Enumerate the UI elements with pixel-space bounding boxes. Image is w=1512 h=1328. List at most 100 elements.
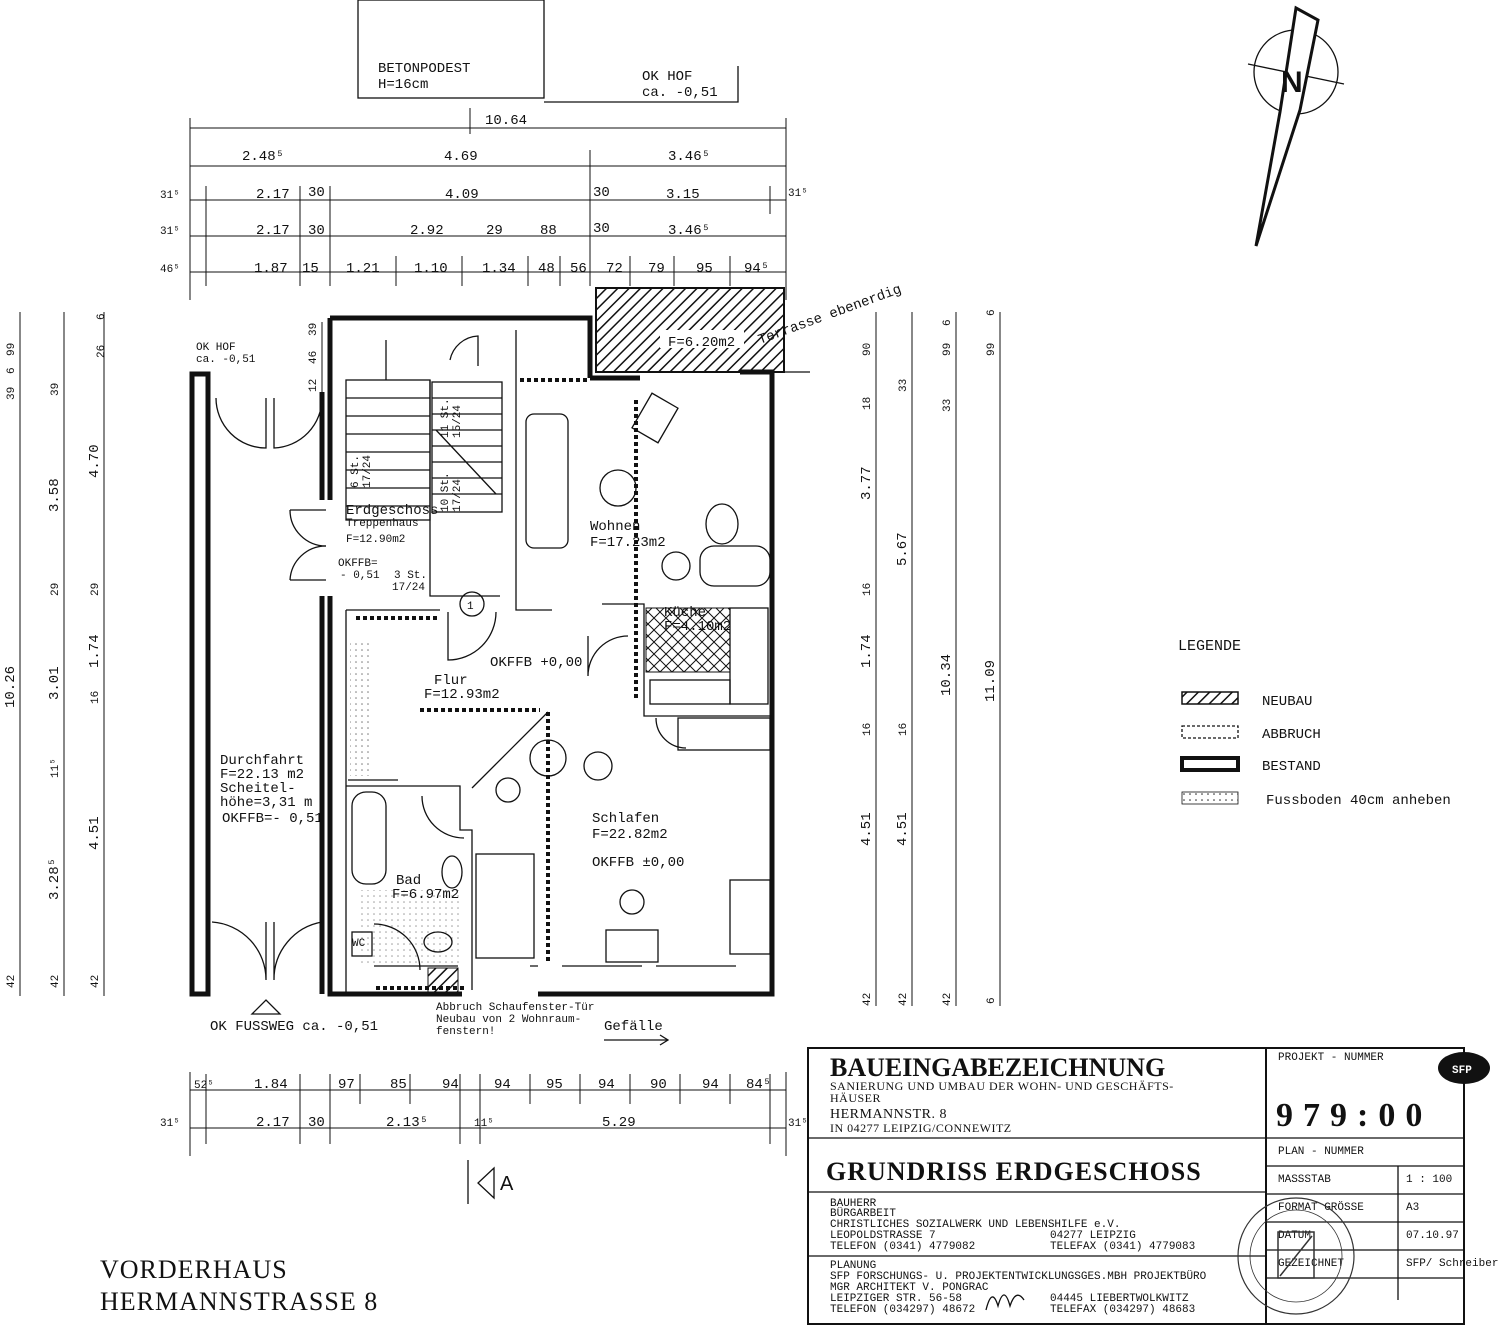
dim-right-c1: 18 (862, 397, 874, 410)
titleblock-line3: HERMANNSTR. 8 (830, 1107, 947, 1122)
caption-line1: VORDERHAUS (100, 1255, 288, 1284)
building-walls: 1 (189, 287, 810, 997)
legend-item-fussboden: Fussboden 40cm anheben (1266, 793, 1451, 809)
dim-bottom-r2: 11⁵ (474, 1118, 494, 1130)
dim-left-c3: 6 (96, 313, 108, 320)
north-arrow: N (1247, 5, 1345, 247)
datum-label: DATUM (1278, 1230, 1311, 1242)
stair-label: 3 St. (394, 570, 427, 582)
dim-right-c3: 42 (942, 993, 954, 1006)
dim-right-c4: 99 (986, 343, 998, 356)
dimension-chains-left: 10.26 42 39 3.58 29 3.01 11⁵ 3.28⁵ 42 39… (3, 312, 323, 996)
dim-top-r3: 3.46⁵ (668, 223, 710, 239)
dim-bottom-r2: 31⁵ (788, 1118, 808, 1130)
stair-label: 11 St. (440, 398, 452, 438)
table-round (599, 469, 637, 507)
dim-top-r4: 1.10 (414, 261, 448, 277)
dim-left-c3: 16 (90, 691, 102, 704)
dim-top-r4: 46⁵ (160, 264, 180, 276)
stair-label: 17/24 (362, 455, 374, 488)
planung-line: MGR ARCHITEKT V. PONGRAC (830, 1282, 989, 1294)
dim-right-c2: 42 (898, 993, 910, 1006)
dim-top-r2: 30 (308, 185, 325, 201)
okffb-left-label: OKFFB= (338, 558, 378, 570)
dim-left-c3: 42 (90, 975, 102, 988)
legend-swatch-neubau (1181, 691, 1239, 705)
level-triangle-icon (250, 999, 282, 1015)
legend-swatch-abbruch (1181, 725, 1239, 739)
dim-top-r2: 4.09 (445, 187, 479, 203)
dim-right-c4: 11.09 (983, 660, 999, 702)
dim-top-r3: 88 (540, 223, 557, 239)
dim-top-r1: 3.46⁵ (668, 149, 710, 165)
massstab-label: MASSSTAB (1278, 1174, 1331, 1186)
treppenhaus-area: F=12.90m2 (346, 534, 405, 546)
dim-left-c2: 29 (50, 583, 62, 596)
dim-top-r4: 48 (538, 261, 555, 277)
betonpodest-height: H=16cm (378, 77, 428, 93)
okhof-left-label: OK HOF (196, 342, 236, 354)
okhof-left-value: ca. -0,51 (196, 354, 256, 366)
plan-label: PLAN - NUMMER (1278, 1146, 1364, 1158)
dim-right-c1: 42 (862, 993, 874, 1006)
dim-top-r4: 56 (570, 261, 587, 277)
dim-bottom-r2: 30 (308, 1115, 325, 1131)
abbruch-note-1: Abbruch Schaufenster-Tür (436, 1002, 594, 1014)
planung-line: TELEFON (034297) 48672 (830, 1304, 975, 1316)
projekt-label: PROJEKT - NUMMER (1278, 1052, 1384, 1064)
dim-left-c2: 6 (6, 367, 18, 374)
dim-right-c1: 4.51 (859, 812, 875, 846)
north-letter: N (1281, 66, 1303, 99)
treppenhaus-name: Erdgeschoss (346, 503, 438, 519)
dim-bottom-r1: 94 (494, 1077, 511, 1093)
schlafen-okffb: OKFFB ±0,00 (592, 855, 684, 871)
titleblock-heading: BAUEINGABEZEICHNUNG (830, 1053, 1165, 1082)
dim-top-r3: 30 (308, 223, 325, 239)
dim-top-r2: 30 (593, 185, 610, 201)
dim-bottom-r2: 5.29 (602, 1115, 636, 1131)
betonpodest-outline (357, 0, 545, 99)
bauherr-line: CHRISTLICHES SOZIALWERK UND LEBENSHILFE … (830, 1219, 1120, 1231)
schlafen-area: F=22.82m2 (592, 827, 668, 843)
stair-label: 6 St. (350, 455, 362, 488)
dimension-chains-top: 10.64 2.48⁵ 4.69 3.46⁵ 31⁵ 2.17 30 4.09 … (160, 108, 808, 300)
okhof-line (544, 66, 739, 103)
dim-top-r3: 2.92 (410, 223, 444, 239)
bauherr-line: 04277 LEIPZIG (1050, 1230, 1136, 1242)
dim-left-small: 46 (308, 351, 320, 364)
dim-left-total: 10.26 (3, 666, 19, 708)
dim-total-width: 10.64 (485, 113, 527, 129)
gefaelle-label: Gefälle (604, 1019, 663, 1035)
dim-left-c1: 42 (6, 975, 18, 988)
betonpodest-label: BETONPODEST (378, 61, 470, 77)
dim-bottom-r1: 84⁵ (746, 1077, 771, 1093)
durchfahrt-scheitel: Scheitel- (220, 781, 296, 797)
terrasse-area: F=6.20m2 (668, 335, 735, 351)
bauherr-line: LEOPOLDSTRASSE 7 (830, 1230, 936, 1242)
flur-area: F=12.93m2 (424, 687, 500, 703)
dim-left-c2: 11⁵ (50, 758, 62, 778)
dim-bottom-r2: 2.17 (256, 1115, 290, 1131)
wc-label: WC (352, 938, 366, 950)
legend-swatch-bestand (1180, 756, 1240, 772)
dim-top-r4: 1.87 (254, 261, 288, 277)
titleblock-line4: IN 04277 LEIPZIG/CONNEWITZ (830, 1121, 1012, 1135)
dim-left-c1: 39 (6, 387, 18, 400)
planung-line: TELEFAX (034297) 48683 (1050, 1304, 1195, 1316)
dimension-chains-bottom: 52⁵ 1.84 97 85 94 94 95 94 90 94 84⁵ 31⁵… (160, 1072, 808, 1204)
architect-stamp (1237, 1197, 1355, 1315)
dim-left-c2: 3.01 (47, 666, 63, 700)
format-label: FORMAT GRÖSSE (1278, 1201, 1364, 1214)
planung-label: PLANUNG (830, 1260, 876, 1272)
bed (475, 853, 535, 959)
wohnen-area: F=17.23m2 (590, 535, 666, 551)
bauherr-line: TELEFON (0341) 4779082 (830, 1241, 975, 1253)
planung-line: 04445 LIEBERTWOLKWITZ (1050, 1293, 1189, 1305)
dim-right-c1: 16 (862, 723, 874, 736)
wohnen-name: Wohnen (590, 519, 640, 535)
dim-right-c3: 99 (942, 343, 954, 356)
dim-top-r4: 1.21 (346, 261, 380, 277)
legend: LEGENDE NEUBAU ABBRUCH BESTAND Fussboden… (1178, 638, 1451, 809)
bad-area: F=6.97m2 (392, 887, 459, 903)
abbruch-note-2: Neubau von 2 Wohnraum- (436, 1014, 581, 1026)
